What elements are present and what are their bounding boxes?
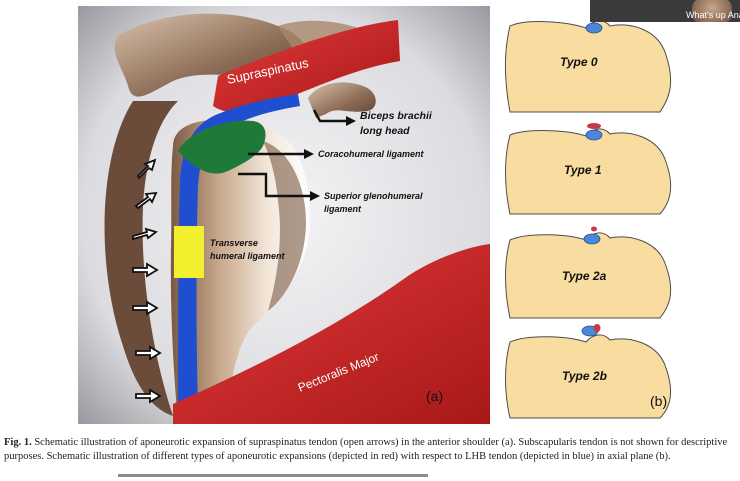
type-2a-outline: [505, 232, 672, 319]
arrowhead-biceps: [346, 116, 356, 126]
axial-types-diagram: Type 0 Type 1 Type 2a Type 2b (b): [505, 20, 672, 419]
panel-b-letter: (b): [650, 393, 667, 409]
label-biceps-line2: long head: [360, 125, 410, 137]
figure-caption-text: Schematic illustration of aponeurotic ex…: [4, 437, 728, 462]
coracoid-process: [308, 82, 376, 118]
scapula-crescent: [104, 101, 178, 416]
type-2b-section: Type 2b: [505, 324, 672, 419]
webcam-name: What's up Anatomy: [686, 10, 740, 20]
open-arrow-6: [135, 345, 162, 361]
leader-arrowheads: [304, 116, 356, 201]
webcam-presenter: [692, 0, 732, 22]
open-arrow-5: [132, 300, 159, 316]
supraspinatus-muscle: [213, 20, 400, 113]
type-1-expansion: [587, 123, 601, 129]
type-1-section: Type 1: [505, 123, 672, 215]
open-arrow-7: [135, 388, 162, 404]
webcam-overlay: What's up Anatomy: [590, 0, 740, 22]
type-2b-outline: [505, 334, 672, 419]
type-2b-expansion: [593, 324, 601, 332]
humerus-shadow: [263, 141, 306, 311]
type-1-label: Type 1: [564, 163, 602, 177]
bottom-scroll-bar: [118, 474, 428, 477]
panel-a-shoulder-illustration: Supraspinatus Biceps brachii long head C…: [78, 6, 490, 424]
type-2a-section: Type 2a: [505, 226, 672, 319]
open-arrow-1: [136, 158, 157, 180]
type-0-section: Type 0: [505, 20, 672, 113]
type-2a-label: Type 2a: [562, 269, 607, 283]
shoulder-diagram: Supraspinatus Biceps brachii long head C…: [78, 6, 490, 424]
leader-superior-glenohumeral: [238, 172, 310, 198]
figure-number: Fig. 1.: [4, 437, 32, 448]
label-transverse-line2: humeral ligament: [210, 251, 286, 261]
coracohumeral-ligament-shape: [178, 120, 266, 174]
type-2b-label: Type 2b: [562, 369, 607, 383]
arrowhead-coracohumeral: [304, 149, 314, 159]
biceps-long-head-tendon: [178, 94, 300, 411]
figure-caption: Fig. 1. Schematic illustration of aponeu…: [4, 436, 737, 464]
type-0-lhb-tendon: [585, 22, 603, 34]
panel-a-letter: (a): [426, 388, 443, 404]
arrowhead-superior: [310, 191, 320, 201]
open-arrows: [132, 158, 162, 404]
type-0-outline: [505, 20, 672, 113]
open-arrow-2: [134, 191, 158, 210]
type-2a-lhb-tendon: [583, 233, 601, 245]
pectoralis-major-muscle: [173, 244, 490, 424]
label-transverse-line1: Transverse: [210, 238, 258, 248]
type-0-label: Type 0: [560, 55, 598, 69]
label-biceps-line1: Biceps brachii: [360, 110, 433, 122]
panel-b-axial-types: Type 0 Type 1 Type 2a Type 2b (b): [498, 0, 740, 420]
type-2a-expansion: [591, 226, 597, 232]
open-arrow-4: [132, 262, 159, 278]
type-1-lhb-tendon: [585, 129, 603, 141]
leader-biceps: [312, 109, 346, 123]
label-coracohumeral: Coracohumeral ligament: [318, 149, 425, 159]
transverse-humeral-ligament: [174, 226, 204, 278]
open-arrow-3: [132, 227, 158, 241]
leader-lines: [238, 109, 346, 198]
label-superior-line2: ligament: [324, 204, 362, 214]
type-1-outline: [505, 128, 672, 215]
label-superior-line1: Superior glenohumeral: [324, 191, 423, 201]
